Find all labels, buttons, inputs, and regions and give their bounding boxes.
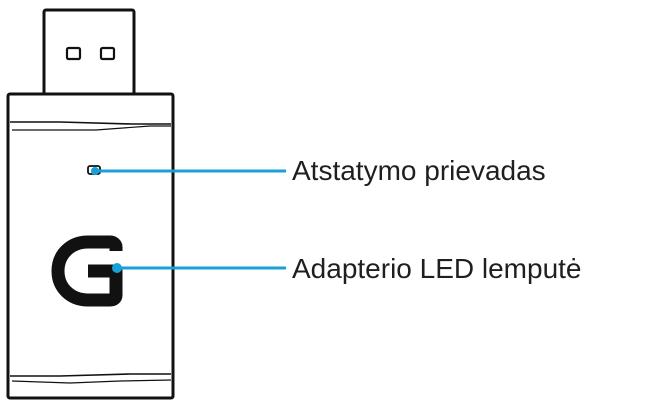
usb-plug-hole-left [65,46,82,61]
usb-plug-shell [42,8,136,98]
usb-plug [42,8,136,98]
callout-dot-led [112,263,122,273]
adapter-bottom-band [10,373,171,377]
adapter-top-band-inner [12,125,171,131]
logo-arc [51,235,123,307]
callout-dot-reset-port [91,167,99,175]
logitech-g-logo-icon [51,235,123,307]
led-light-label: Adapterio LED lemputė [292,253,582,284]
callout-lines [91,167,286,273]
reset-port-label: Atstatymo prievadas [292,155,546,186]
usb-plug-hole-right [99,46,116,61]
adapter-top-band [10,121,171,125]
adapter-bottom-band-inner [11,379,172,384]
